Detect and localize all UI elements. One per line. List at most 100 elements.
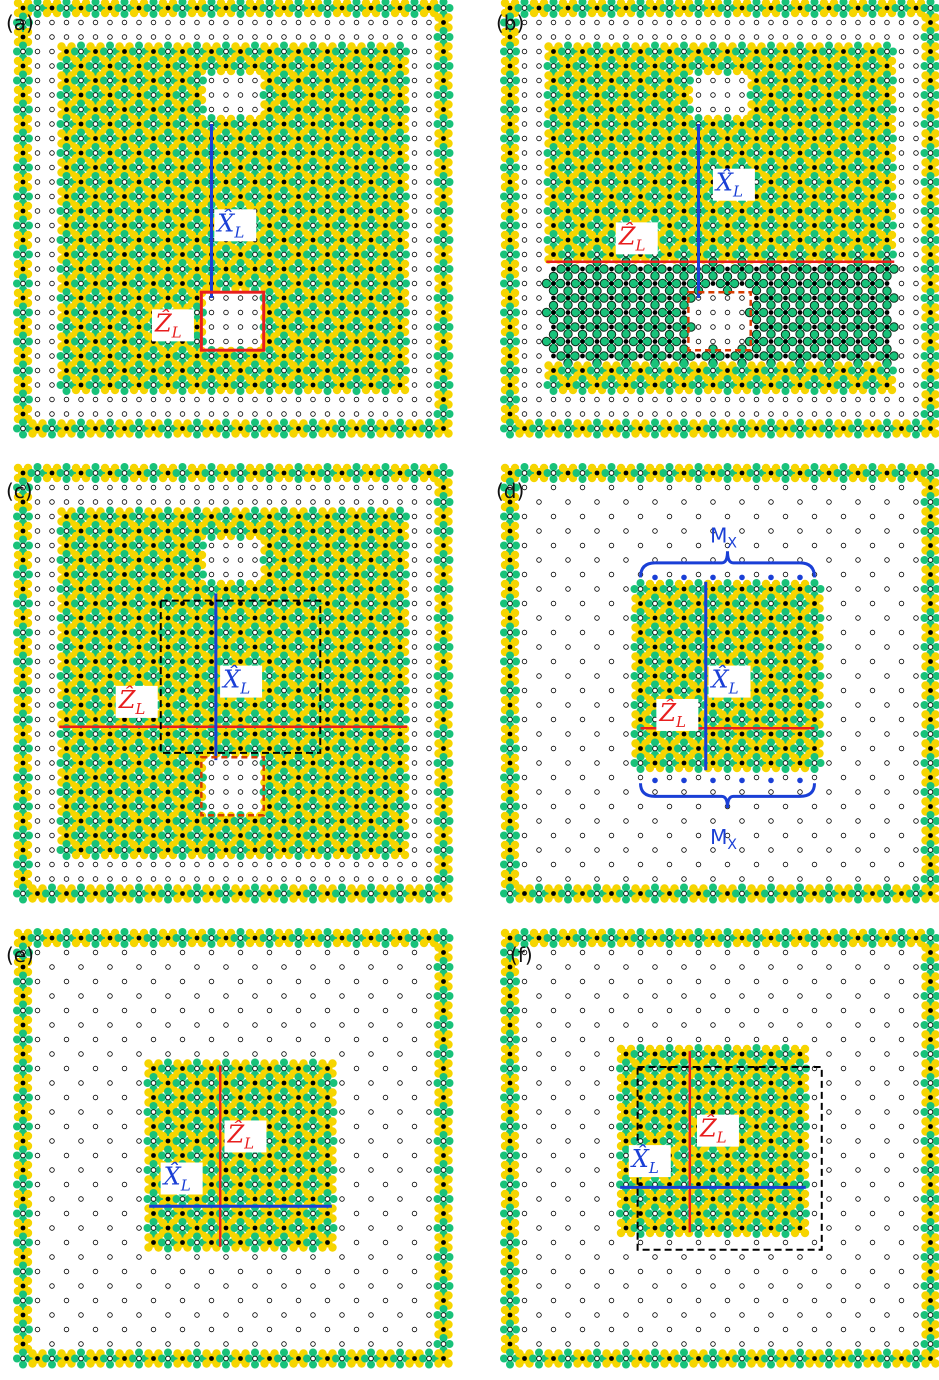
data-qubit: [195, 151, 200, 156]
data-qubit: [551, 107, 556, 112]
measure-qubit: [899, 296, 904, 301]
data-qubit: [508, 325, 513, 330]
measure-qubit: [166, 412, 171, 417]
data-qubit: [311, 732, 316, 737]
data-qubit: [653, 209, 658, 214]
measure-qubit: [209, 645, 214, 650]
measure-qubit: [340, 804, 345, 809]
measure-qubit: [522, 572, 527, 577]
measure-qubit: [696, 78, 701, 83]
measure-qubit: [899, 35, 904, 40]
data-qubit: [195, 645, 200, 650]
data-qubit: [740, 238, 745, 243]
measure-qubit: [325, 645, 330, 650]
measure-qubit: [537, 397, 542, 402]
measure-qubit: [899, 325, 904, 330]
measure-qubit: [653, 426, 658, 431]
measure-qubit: [209, 775, 214, 780]
measure-qubit: [224, 136, 229, 141]
measure-qubit: [653, 78, 658, 83]
measure-qubit: [122, 412, 127, 417]
data-qubit: [769, 310, 774, 315]
data-qubit: [609, 339, 614, 344]
measure-qubit: [64, 819, 69, 824]
data-qubit: [638, 136, 643, 141]
measure-qubit: [224, 746, 229, 751]
measure-qubit: [267, 877, 272, 882]
data-qubit: [624, 325, 629, 330]
measure-qubit: [841, 238, 846, 243]
data-qubit: [180, 368, 185, 373]
measure-qubit: [638, 20, 643, 25]
measure-qubit: [441, 471, 446, 476]
measure-qubit: [914, 180, 919, 185]
measure-qubit: [325, 64, 330, 69]
measure-qubit: [827, 35, 832, 40]
measure-qubit: [253, 485, 258, 490]
measure-qubit: [441, 354, 446, 359]
measure-qubit: [180, 761, 185, 766]
measure-qubit: [21, 426, 26, 431]
data-qubit: [841, 354, 846, 359]
data-qubit: [638, 310, 643, 315]
measure-qubit: [108, 412, 113, 417]
measure-qubit: [899, 354, 904, 359]
measure-qubit: [35, 6, 40, 11]
data-qubit: [383, 891, 388, 896]
measure-qubit: [537, 93, 542, 98]
data-qubit: [827, 6, 832, 11]
measure-qubit: [354, 485, 359, 490]
data-qubit: [151, 223, 156, 228]
measure-qubit: [427, 151, 432, 156]
data-qubit: [354, 252, 359, 257]
measure-qubit: [740, 20, 745, 25]
data-qubit: [340, 790, 345, 795]
data-qubit: [827, 151, 832, 156]
measure-qubit: [282, 78, 287, 83]
measure-qubit: [267, 616, 272, 621]
measure-qubit: [50, 165, 55, 170]
measure-qubit: [108, 862, 113, 867]
measure-qubit: [64, 674, 69, 679]
measure-qubit: [427, 804, 432, 809]
data-qubit: [50, 471, 55, 476]
measure-qubit: [340, 500, 345, 505]
data-qubit: [21, 848, 26, 853]
measure-qubit: [311, 891, 316, 896]
measure-qubit: [609, 20, 614, 25]
measure-qubit: [398, 862, 403, 867]
measure-qubit: [653, 20, 658, 25]
data-qubit: [398, 180, 403, 185]
data-qubit: [122, 891, 127, 896]
measure-qubit: [914, 310, 919, 315]
data-qubit: [224, 848, 229, 853]
data-qubit: [224, 732, 229, 737]
measure-qubit: [682, 252, 687, 257]
measure-qubit: [64, 35, 69, 40]
measure-qubit: [108, 136, 113, 141]
measure-qubit: [609, 93, 614, 98]
measure-qubit: [725, 20, 730, 25]
data-qubit: [508, 151, 513, 156]
data-qubit: [841, 194, 846, 199]
measure-qubit: [383, 151, 388, 156]
data-qubit: [354, 49, 359, 54]
measure-qubit: [427, 514, 432, 519]
measure-qubit: [137, 107, 142, 112]
data-qubit: [696, 354, 701, 359]
data-qubit: [137, 471, 142, 476]
measure-qubit: [282, 688, 287, 693]
measure-qubit: [754, 209, 759, 214]
measure-qubit: [122, 877, 127, 882]
measure-qubit: [224, 107, 229, 112]
measure-qubit: [35, 659, 40, 664]
measure-qubit: [696, 310, 701, 315]
measure-qubit: [885, 412, 890, 417]
measure-qubit: [551, 122, 556, 127]
measure-qubit: [180, 819, 185, 824]
data-qubit: [398, 645, 403, 650]
measure-qubit: [35, 296, 40, 301]
data-qubit: [812, 165, 817, 170]
measure-qubit: [383, 732, 388, 737]
data-qubit: [64, 775, 69, 780]
